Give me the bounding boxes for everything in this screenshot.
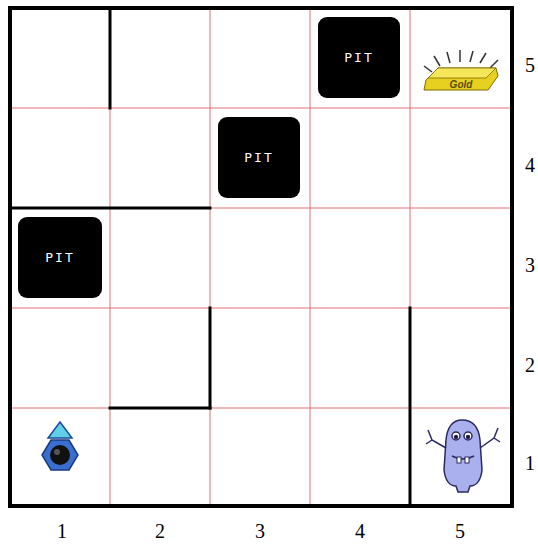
agent-icon xyxy=(42,422,78,470)
column-number: 2 xyxy=(155,521,165,541)
column-number: 3 xyxy=(255,521,265,541)
gold-label: Gold xyxy=(450,80,473,90)
wumpus-monster xyxy=(426,420,500,492)
pit-box: PIT xyxy=(318,17,400,98)
column-number: 5 xyxy=(455,521,465,541)
pit-label: PIT xyxy=(344,50,373,65)
grid-border xyxy=(10,8,512,506)
walls xyxy=(10,8,410,506)
row-number: 5 xyxy=(525,55,535,75)
pit-box: PIT xyxy=(218,117,300,198)
column-number: 4 xyxy=(355,521,365,541)
row-number: 3 xyxy=(525,255,535,275)
pit-label: PIT xyxy=(45,250,74,265)
row-number: 1 xyxy=(525,453,535,473)
row-number: 2 xyxy=(525,355,535,375)
column-number: 1 xyxy=(57,521,67,541)
row-number: 4 xyxy=(525,155,535,175)
gold-bar xyxy=(424,50,498,90)
grid-lines xyxy=(10,8,512,506)
pit-box: PIT xyxy=(18,217,102,298)
pit-label: PIT xyxy=(244,150,273,165)
